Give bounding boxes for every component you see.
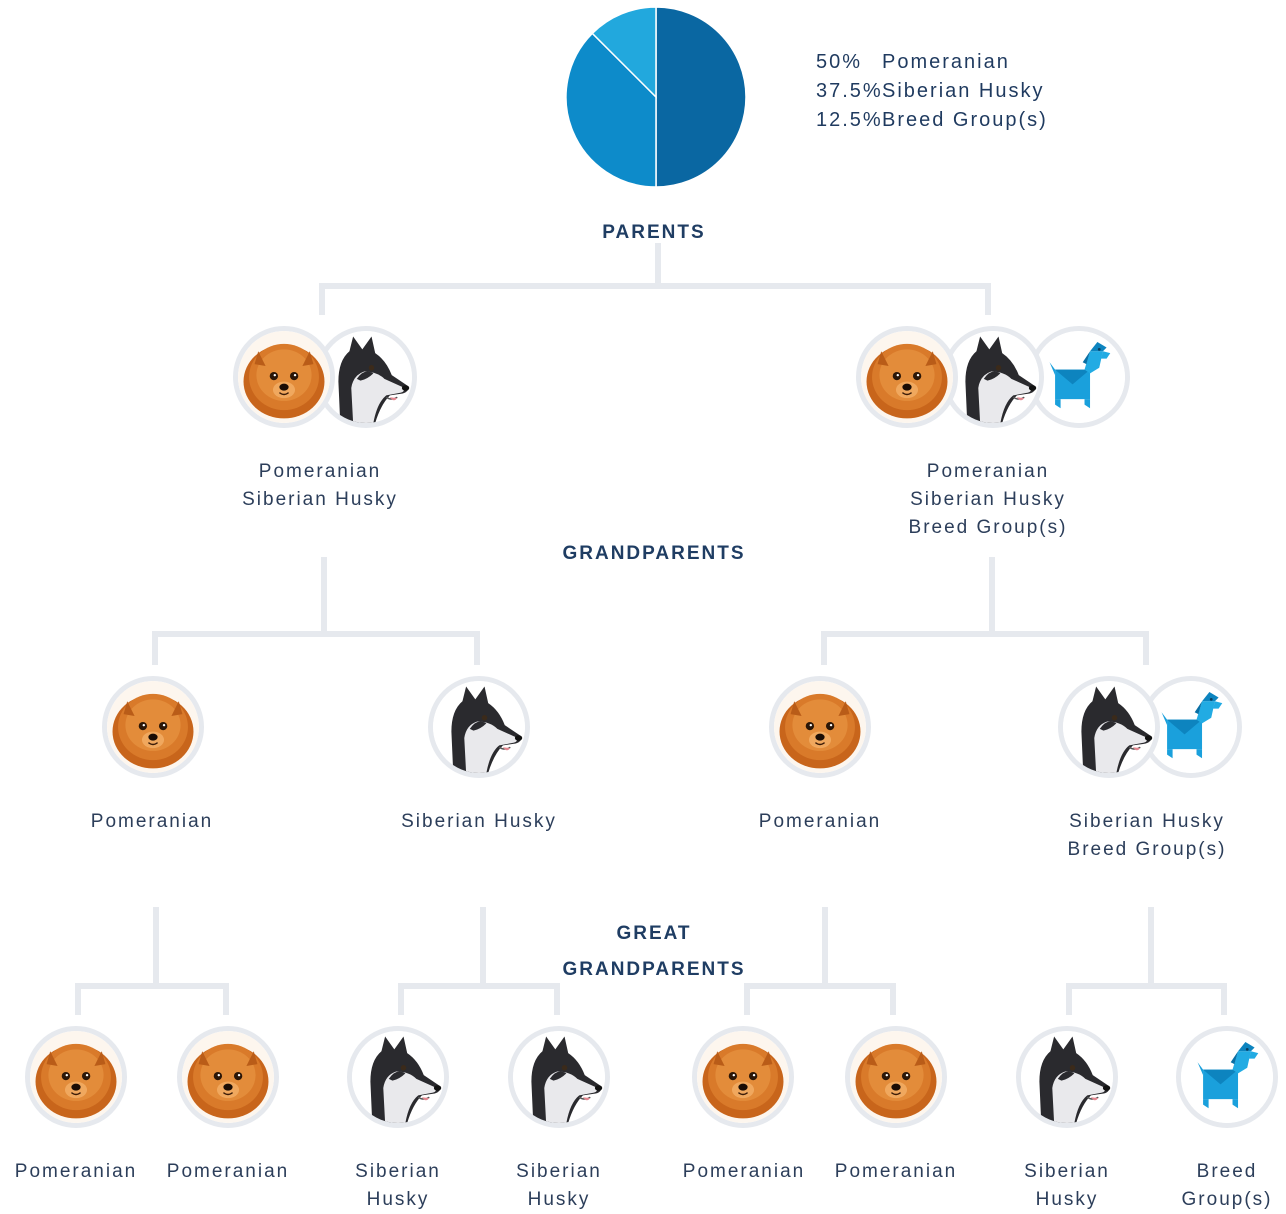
breed-label-line: Breed Group(s) bbox=[908, 517, 1068, 538]
breed-label-line: Siberian Husky bbox=[910, 489, 1066, 510]
grandparents-heading: GRANDPARENTS bbox=[562, 543, 746, 564]
pie-slice-breed-group-s bbox=[591, 6, 657, 99]
breed-label-line: Pomeranian bbox=[90, 811, 214, 832]
siberian-husky-portrait-icon bbox=[1016, 1026, 1118, 1128]
breed-label-line: Pomeranian bbox=[758, 811, 882, 832]
pie-slice-siberian-husky bbox=[565, 32, 657, 188]
pomeranian-portrait-icon bbox=[856, 326, 958, 428]
pie-slice-pomeranian bbox=[655, 6, 747, 188]
breed-label-line: Siberian bbox=[516, 1161, 602, 1182]
breed-label-line: Siberian Husky bbox=[242, 489, 398, 510]
legend-row-pomeranian: 50% Pomeranian bbox=[816, 51, 1010, 74]
siberian-husky-portrait-icon bbox=[347, 1026, 449, 1128]
origami-dog-icon bbox=[1028, 326, 1130, 428]
pomeranian-portrait-icon bbox=[233, 326, 335, 428]
legend-percent: 37.5% bbox=[816, 80, 883, 102]
pomeranian-portrait-icon bbox=[102, 676, 204, 778]
legend-row-breed-group: 12.5%Breed Group(s) bbox=[816, 109, 1048, 132]
pomeranian-portrait-icon bbox=[25, 1026, 127, 1128]
breed-label-line: Pomeranian bbox=[14, 1161, 138, 1182]
pomeranian-portrait-icon bbox=[769, 676, 871, 778]
origami-dog-icon bbox=[1140, 676, 1242, 778]
pomeranian-portrait-icon bbox=[845, 1026, 947, 1128]
breed-label-line: Husky bbox=[527, 1189, 591, 1210]
breed-label: Pomeranian bbox=[0, 1158, 186, 1186]
legend-percent: 12.5% bbox=[816, 109, 883, 131]
breed-label-line: Siberian bbox=[1024, 1161, 1110, 1182]
pomeranian-portrait-icon bbox=[177, 1026, 279, 1128]
breed-label: Pomeranian bbox=[634, 1158, 854, 1186]
origami-dog-icon bbox=[1176, 1026, 1278, 1128]
breed-label: Pomeranian bbox=[118, 1158, 338, 1186]
great-heading: GREAT bbox=[616, 923, 692, 944]
siberian-husky-portrait-icon bbox=[428, 676, 530, 778]
breed-label-line: Pomeranian bbox=[258, 461, 382, 482]
legend-label: Siberian Husky bbox=[882, 80, 1045, 102]
siberian-husky-portrait-icon bbox=[508, 1026, 610, 1128]
siberian-husky-portrait-icon bbox=[315, 326, 417, 428]
legend-row-husky: 37.5%Siberian Husky bbox=[816, 80, 1045, 103]
breed-label-line: Husky bbox=[366, 1189, 430, 1210]
breed-label-line: Pomeranian bbox=[166, 1161, 290, 1182]
breed-label: Siberian Husky bbox=[369, 808, 589, 836]
legend-label: Pomeranian bbox=[882, 51, 1010, 73]
breed-label-line: Pomeranian bbox=[834, 1161, 958, 1182]
breed-label-line: Siberian Husky bbox=[1069, 811, 1225, 832]
legend-percent: 50% bbox=[816, 51, 863, 73]
pomeranian-portrait-icon bbox=[692, 1026, 794, 1128]
breed-label-line: Group(s) bbox=[1181, 1189, 1273, 1210]
breed-label: Pomeranian bbox=[786, 1158, 1006, 1186]
legend-label: Breed Group(s) bbox=[882, 109, 1048, 131]
breed-label-line: Husky bbox=[1035, 1189, 1099, 1210]
parents-heading: PARENTS bbox=[602, 222, 706, 243]
breed-label-line: Pomeranian bbox=[682, 1161, 806, 1182]
breed-label-line: Siberian bbox=[355, 1161, 441, 1182]
breed-label-line: Pomeranian bbox=[926, 461, 1050, 482]
breed-label: Pomeranian bbox=[42, 808, 262, 836]
siberian-husky-portrait-icon bbox=[942, 326, 1044, 428]
breed-composition-pie bbox=[565, 6, 747, 188]
breed-label-line: Breed bbox=[1196, 1161, 1258, 1182]
siberian-husky-portrait-icon bbox=[1058, 676, 1160, 778]
great-grandparents-heading: GRANDPARENTS bbox=[562, 959, 746, 980]
breed-label-line: Breed Group(s) bbox=[1067, 839, 1227, 860]
breed-label: Pomeranian bbox=[710, 808, 930, 836]
breed-label-line: Siberian Husky bbox=[401, 811, 557, 832]
